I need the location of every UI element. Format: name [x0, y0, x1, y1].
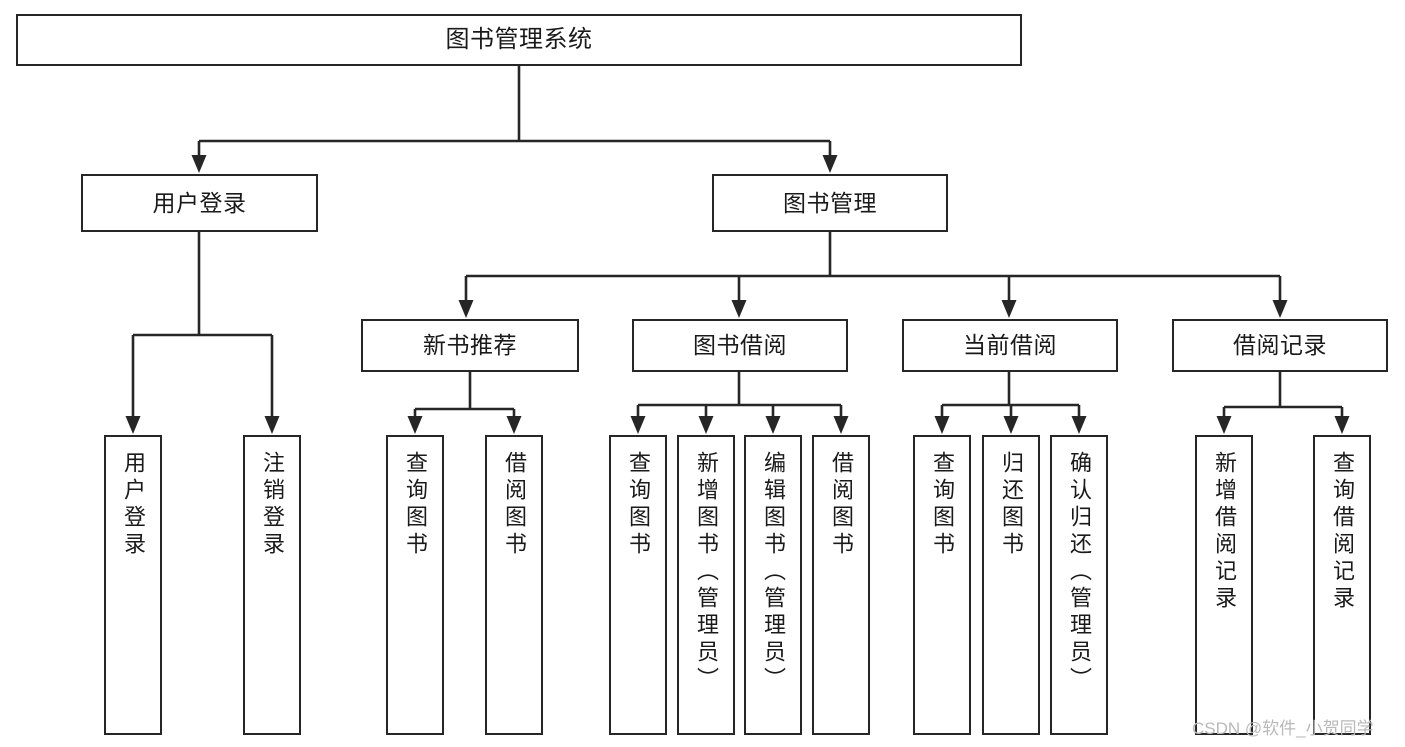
node-b-query[interactable]: 查询图书: [609, 435, 667, 735]
node-b-edit[interactable]: 编辑图书（管理员）: [744, 435, 802, 735]
node-current[interactable]: 当前借阅: [902, 319, 1118, 372]
node-label: 查询图书: [403, 451, 428, 559]
node-c-return[interactable]: 归还图书: [982, 435, 1040, 735]
arrowhead: [630, 416, 646, 434]
node-label: 新书推荐: [423, 332, 517, 359]
node-l-login[interactable]: 用户登录: [104, 435, 162, 735]
node-label: 查询借阅记录: [1330, 451, 1355, 613]
node-records[interactable]: 借阅记录: [1172, 319, 1388, 372]
arrowhead: [125, 416, 141, 434]
node-c-query[interactable]: 查询图书: [913, 435, 971, 735]
connector-login-to-children: [125, 232, 280, 434]
arrowhead: [407, 416, 423, 434]
connector-newbook-to-children: [407, 372, 522, 434]
node-label: 新增图书（管理员）: [694, 451, 719, 694]
arrowhead: [1272, 300, 1288, 318]
arrowhead: [1003, 416, 1019, 434]
arrowhead: [765, 416, 781, 434]
connector-bookmgmt-to-level2: [458, 232, 1288, 318]
node-n-borrow[interactable]: 借阅图书: [485, 435, 543, 735]
arrowhead: [731, 300, 747, 318]
node-label: 归还图书: [999, 451, 1024, 559]
node-label: 新增借阅记录: [1212, 451, 1237, 613]
arrowhead: [1334, 416, 1350, 434]
node-label: 查询图书: [626, 451, 651, 559]
node-bookmgmt[interactable]: 图书管理: [712, 174, 948, 232]
connector-records-to-children: [1216, 372, 1350, 434]
node-login[interactable]: 用户登录: [81, 174, 318, 232]
node-label: 借阅图书: [829, 451, 854, 559]
node-label: 图书管理系统: [445, 26, 593, 54]
node-label: 确认归还（管理员）: [1067, 451, 1092, 694]
arrowhead: [934, 416, 950, 434]
node-label: 图书借阅: [693, 332, 787, 359]
node-label: 查询图书: [930, 451, 955, 559]
watermark-label: CSDN @软件_小贺同学: [1192, 719, 1374, 738]
connector-borrow-to-children: [630, 372, 849, 434]
node-b-add[interactable]: 新增图书（管理员）: [677, 435, 735, 735]
node-borrow[interactable]: 图书借阅: [632, 319, 848, 372]
node-n-query[interactable]: 查询图书: [386, 435, 444, 735]
node-root[interactable]: 图书管理系统: [16, 14, 1022, 66]
arrowhead: [1216, 416, 1232, 434]
node-label: 借阅图书: [502, 451, 527, 559]
connector-root-to-level1: [191, 66, 838, 173]
node-l-logout[interactable]: 注销登录: [243, 435, 301, 735]
arrowhead: [822, 155, 838, 173]
arrowhead: [506, 416, 522, 434]
node-b-lend[interactable]: 借阅图书: [812, 435, 870, 735]
node-label: 图书管理: [783, 189, 877, 216]
connector-current-to-children: [934, 372, 1087, 434]
node-label: 用户登录: [152, 189, 247, 216]
arrowhead: [191, 155, 207, 173]
node-r-add[interactable]: 新增借阅记录: [1195, 435, 1253, 735]
arrowhead: [833, 416, 849, 434]
arrowhead: [264, 416, 280, 434]
node-newbook[interactable]: 新书推荐: [361, 319, 579, 372]
node-label: 编辑图书（管理员）: [761, 451, 786, 694]
arrowhead: [1001, 300, 1017, 318]
node-label: 借阅记录: [1233, 332, 1327, 359]
node-label: 当前借阅: [963, 332, 1057, 359]
node-r-query[interactable]: 查询借阅记录: [1313, 435, 1371, 735]
node-label: 用户登录: [121, 451, 146, 559]
arrowhead: [698, 416, 714, 434]
arrowhead: [1071, 416, 1087, 434]
arrowhead: [458, 300, 474, 318]
node-label: 注销登录: [260, 451, 285, 559]
node-c-confirm[interactable]: 确认归还（管理员）: [1050, 435, 1108, 735]
